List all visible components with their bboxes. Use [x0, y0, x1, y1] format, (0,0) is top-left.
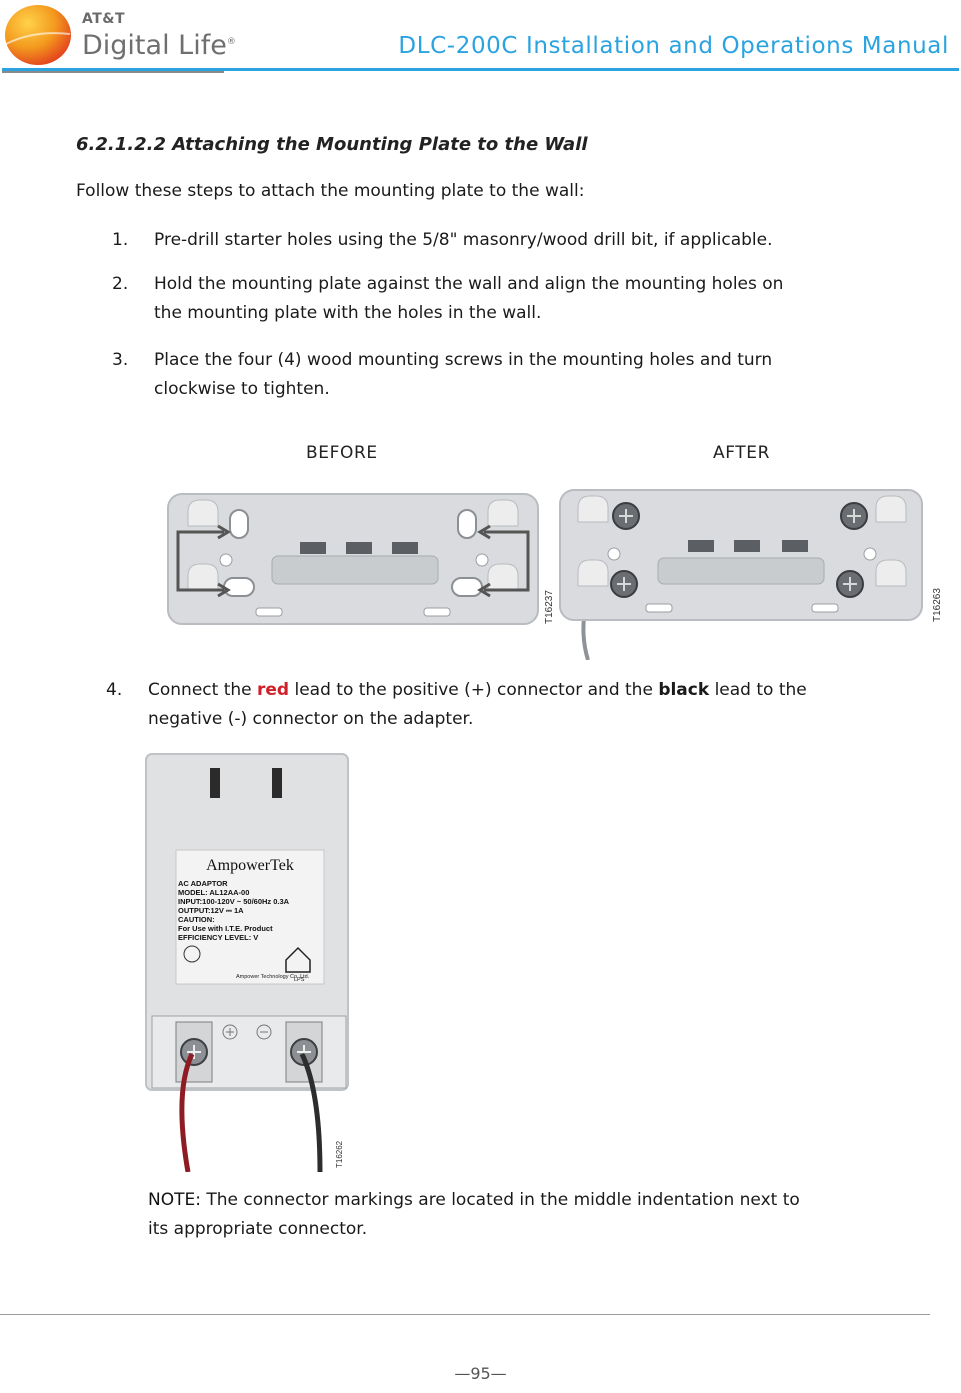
step-text-line-1: Place the four (4) wood mounting screws … — [154, 350, 773, 370]
step-text: Pre-drill starter holes using the 5/8" m… — [154, 230, 773, 250]
adapter-label-line: EFFICIENCY LEVEL: V — [178, 933, 258, 942]
note: NOTE: The connector markings are located… — [148, 1186, 928, 1246]
step-4: 4. Connect the red lead to the positive … — [106, 676, 926, 736]
figure-id-before: T16237 — [544, 590, 555, 624]
mounting-plate-before-figure: T16237 — [167, 493, 555, 625]
brand-att: AT&T — [82, 11, 126, 27]
brand-digital-life: Digital Life® — [82, 30, 236, 61]
page-number: —95— — [454, 1364, 507, 1383]
adapter-label-line: CAUTION: — [178, 915, 215, 924]
red-lead-word: red — [257, 680, 290, 700]
ul-mark-icon — [183, 945, 201, 963]
footer-rule — [0, 1314, 930, 1315]
step-number: 3. — [112, 350, 129, 370]
house-icon — [285, 946, 311, 973]
before-caption: BEFORE — [306, 443, 378, 463]
black-lead-word: black — [658, 680, 710, 700]
note-line-1: NOTE: The connector markings are located… — [148, 1190, 800, 1210]
figure-id-adapter: T16262 — [335, 1140, 344, 1168]
adapter-lps: LPS — [294, 977, 305, 983]
note-label: NOTE: — [148, 1190, 201, 1210]
step-3: 3. Place the four (4) wood mounting scre… — [112, 346, 912, 406]
after-caption: AFTER — [713, 443, 771, 463]
step-text-line-2: clockwise to tighten. — [154, 379, 330, 399]
page-header-title: DLC-200C Installation and Operations Man… — [398, 33, 949, 59]
adapter-label-line: INPUT:100-120V ~ 50/60Hz 0.3A — [178, 897, 290, 906]
step-text-line-1: Hold the mounting plate against the wall… — [154, 274, 784, 294]
adapter-brand: AmpowerTek — [206, 857, 294, 874]
step-2: 2. Hold the mounting plate against the w… — [112, 270, 912, 330]
adapter-label-line: MODEL: AL12AA-00 — [178, 888, 249, 897]
section-heading: 6.2.1.2.2 Attaching the Mounting Plate t… — [76, 134, 588, 155]
step-text-line-2: negative (-) connector on the adapter. — [148, 709, 474, 729]
adapter-label-line: OUTPUT:12V ⎓ 1A — [178, 906, 244, 915]
ac-adapter-figure: AmpowerTek AC ADAPTOR MODEL: AL12AA-00 I… — [145, 753, 349, 1172]
step-number: 2. — [112, 274, 129, 294]
mounting-plate-after-figure: T16263 — [559, 489, 943, 660]
step-number: 4. — [106, 680, 123, 700]
header-rule-accent — [2, 71, 224, 73]
step-text-line-1: Connect the red lead to the positive (+)… — [148, 680, 807, 700]
header-rule — [2, 68, 959, 71]
adapter-label-line: For Use with I.T.E. Product — [178, 924, 273, 933]
step-number: 1. — [112, 230, 129, 250]
att-globe-logo-icon — [5, 5, 71, 65]
note-line-2: its appropriate connector. — [148, 1219, 368, 1239]
step-text-line-2: the mounting plate with the holes in the… — [154, 303, 542, 323]
intro-text: Follow these steps to attach the mountin… — [76, 181, 585, 201]
adapter-company: Ampower Technology Co. Ltd. — [236, 974, 310, 980]
figure-id-after: T16263 — [932, 588, 943, 622]
adapter-label-line: AC ADAPTOR — [178, 879, 228, 888]
